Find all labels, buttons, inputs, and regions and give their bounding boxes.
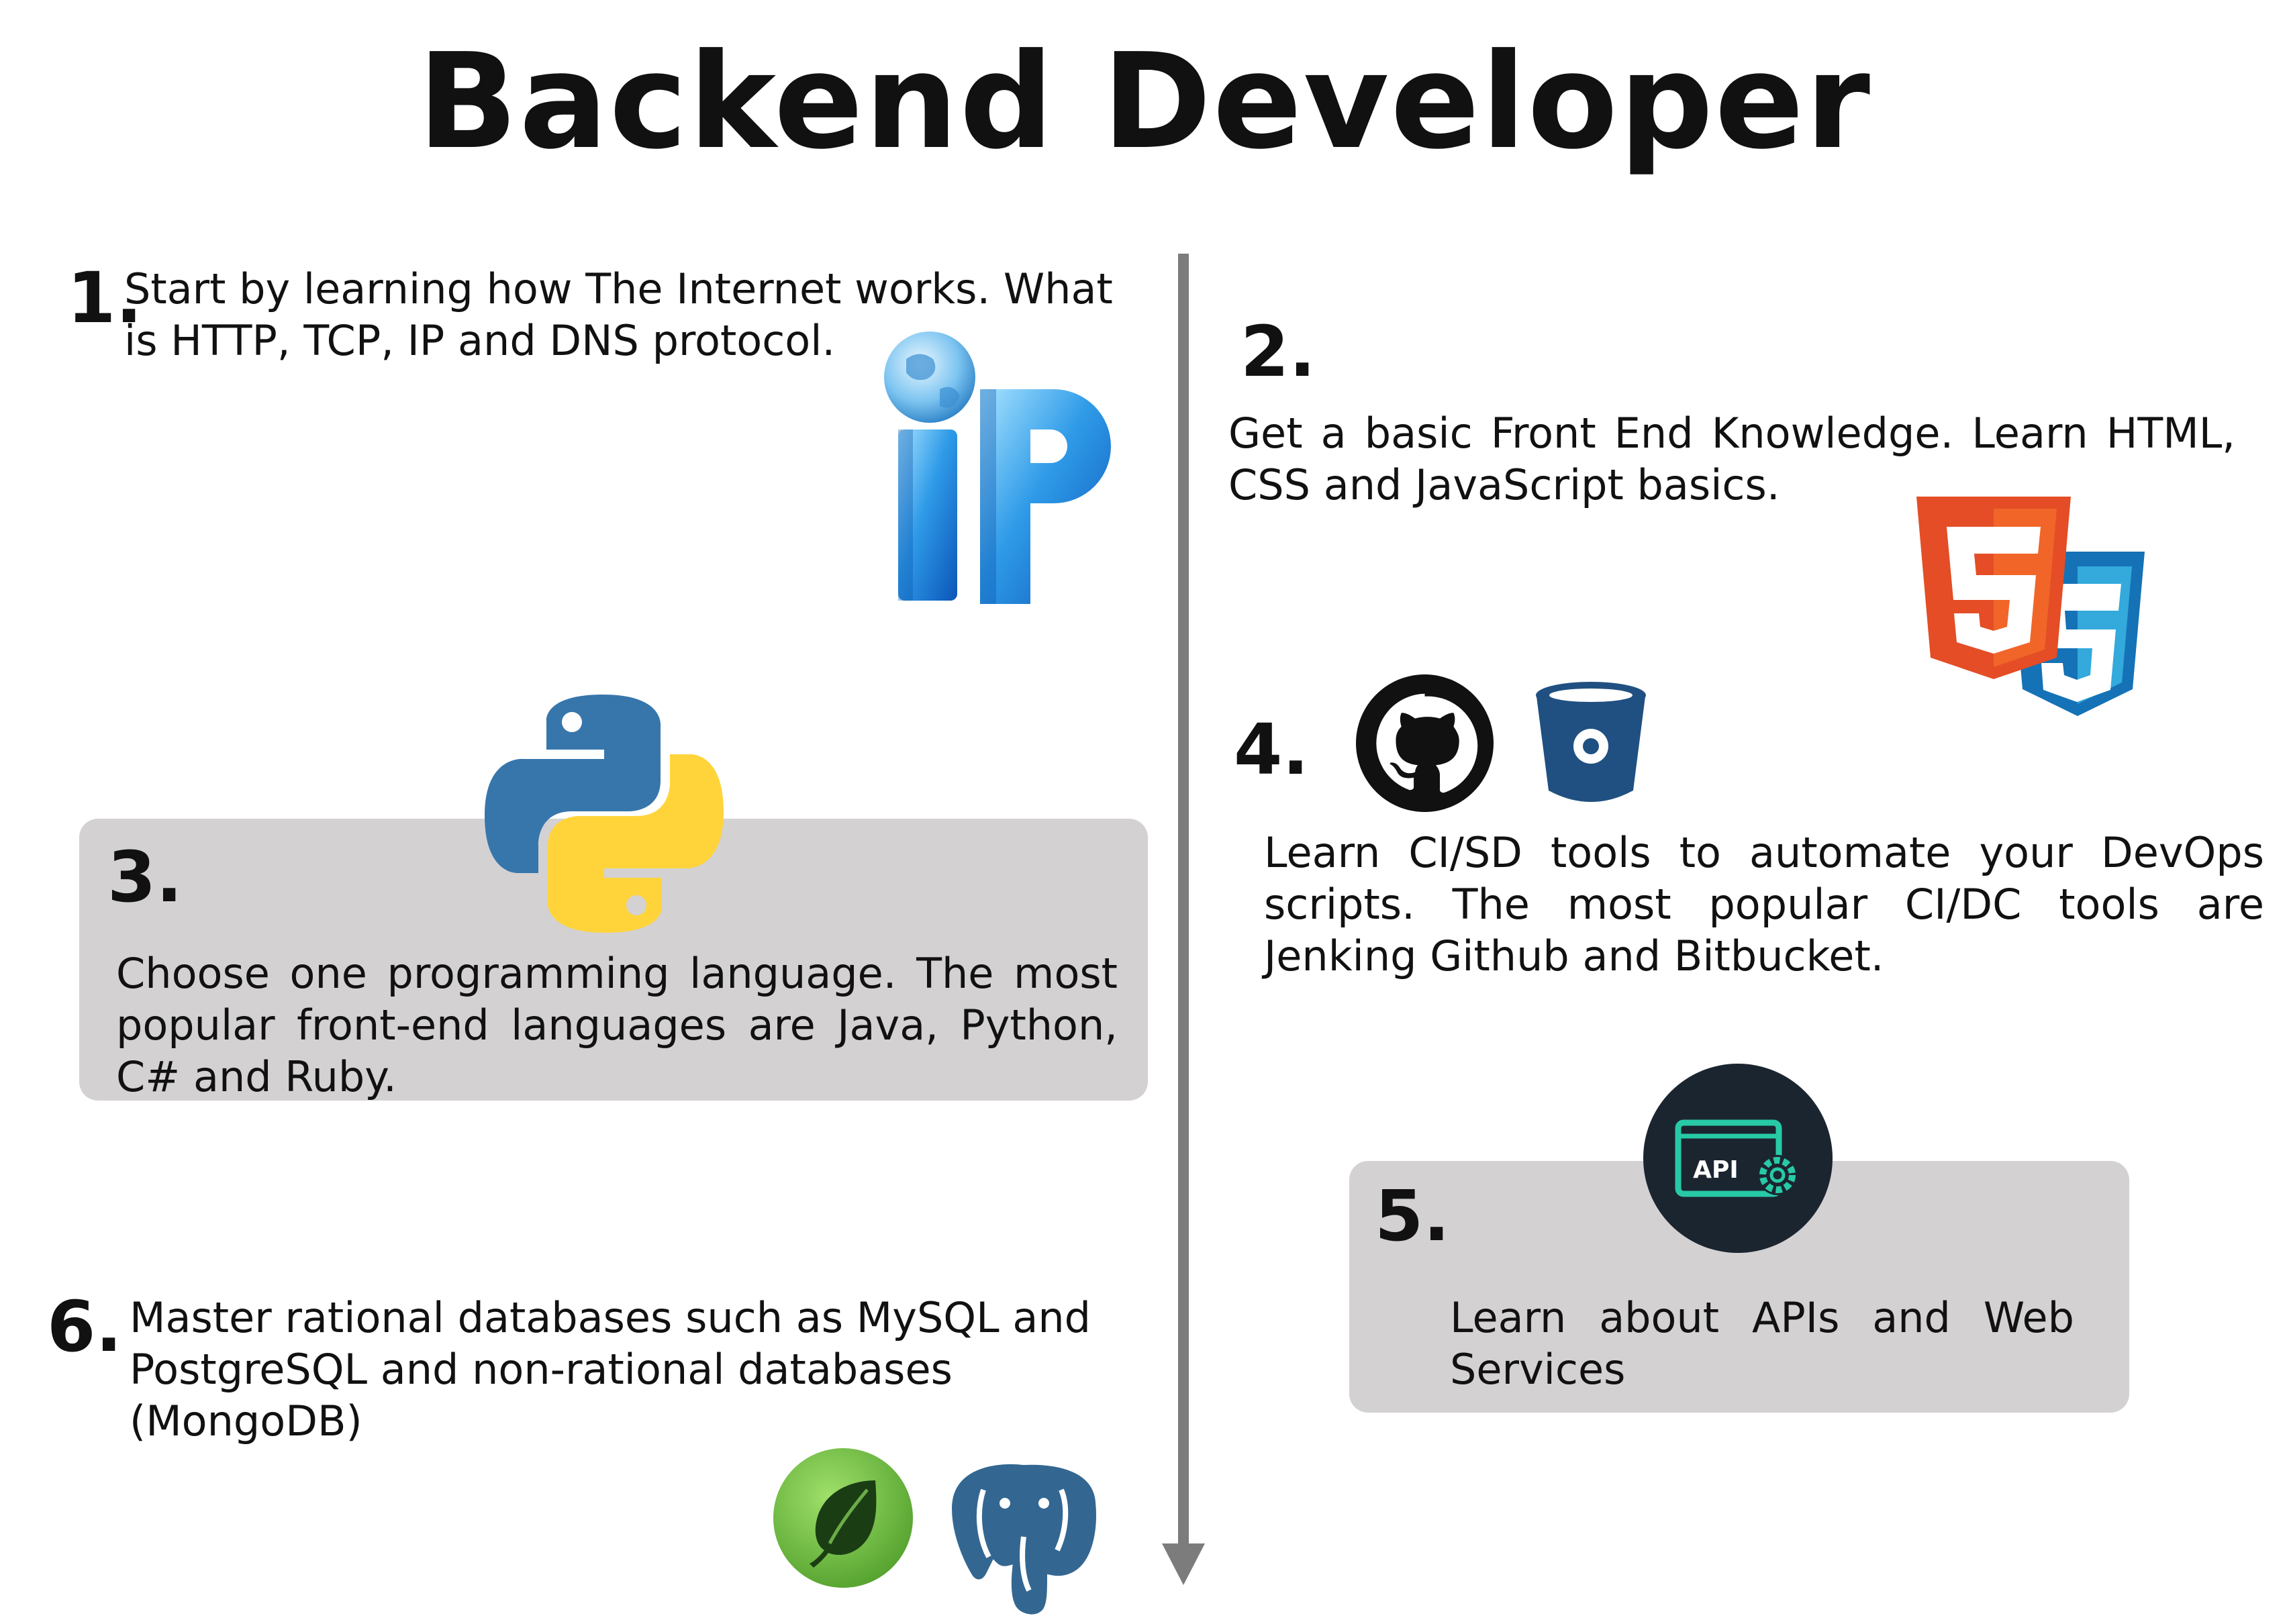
- timeline-line: [1178, 254, 1189, 1556]
- step-1-number: 1.: [67, 257, 142, 339]
- step-6-text: Master rational databases such as MySQL …: [130, 1293, 1091, 1445]
- bitbucket-icon: [1534, 679, 1648, 807]
- postgresql-icon: [943, 1456, 1104, 1621]
- step-5-text: Learn about APIs and Web Services: [1450, 1293, 2074, 1394]
- page-title: Backend Developer: [418, 26, 1871, 179]
- step-1-text: Start by learning how The Internet works…: [124, 264, 1113, 365]
- html5-icon: [1916, 497, 2071, 679]
- step-2-text: Get a basic Front End Knowledge. Learn H…: [1228, 409, 2235, 509]
- ip-globe-icon: [879, 329, 1111, 611]
- step-4-text: Learn CI/SD tools to automate your DevOp…: [1264, 828, 2264, 980]
- step-6-number: 6.: [47, 1286, 122, 1368]
- step-5-number: 5.: [1375, 1175, 1450, 1257]
- html5-css3-icon: [1916, 497, 2150, 725]
- mongodb-icon: [773, 1448, 913, 1588]
- python-icon: [485, 695, 724, 933]
- step-2-number: 2.: [1240, 311, 1316, 393]
- github-icon: [1356, 674, 1494, 812]
- step-4-number: 4.: [1234, 709, 1309, 791]
- timeline-arrow-icon: [1162, 1543, 1205, 1585]
- api-icon: API: [1643, 1064, 1833, 1253]
- api-icon-label: API: [1693, 1156, 1739, 1184]
- step-3-text: Choose one programming language. The mos…: [116, 949, 1118, 1101]
- step-3-number: 3.: [107, 836, 183, 918]
